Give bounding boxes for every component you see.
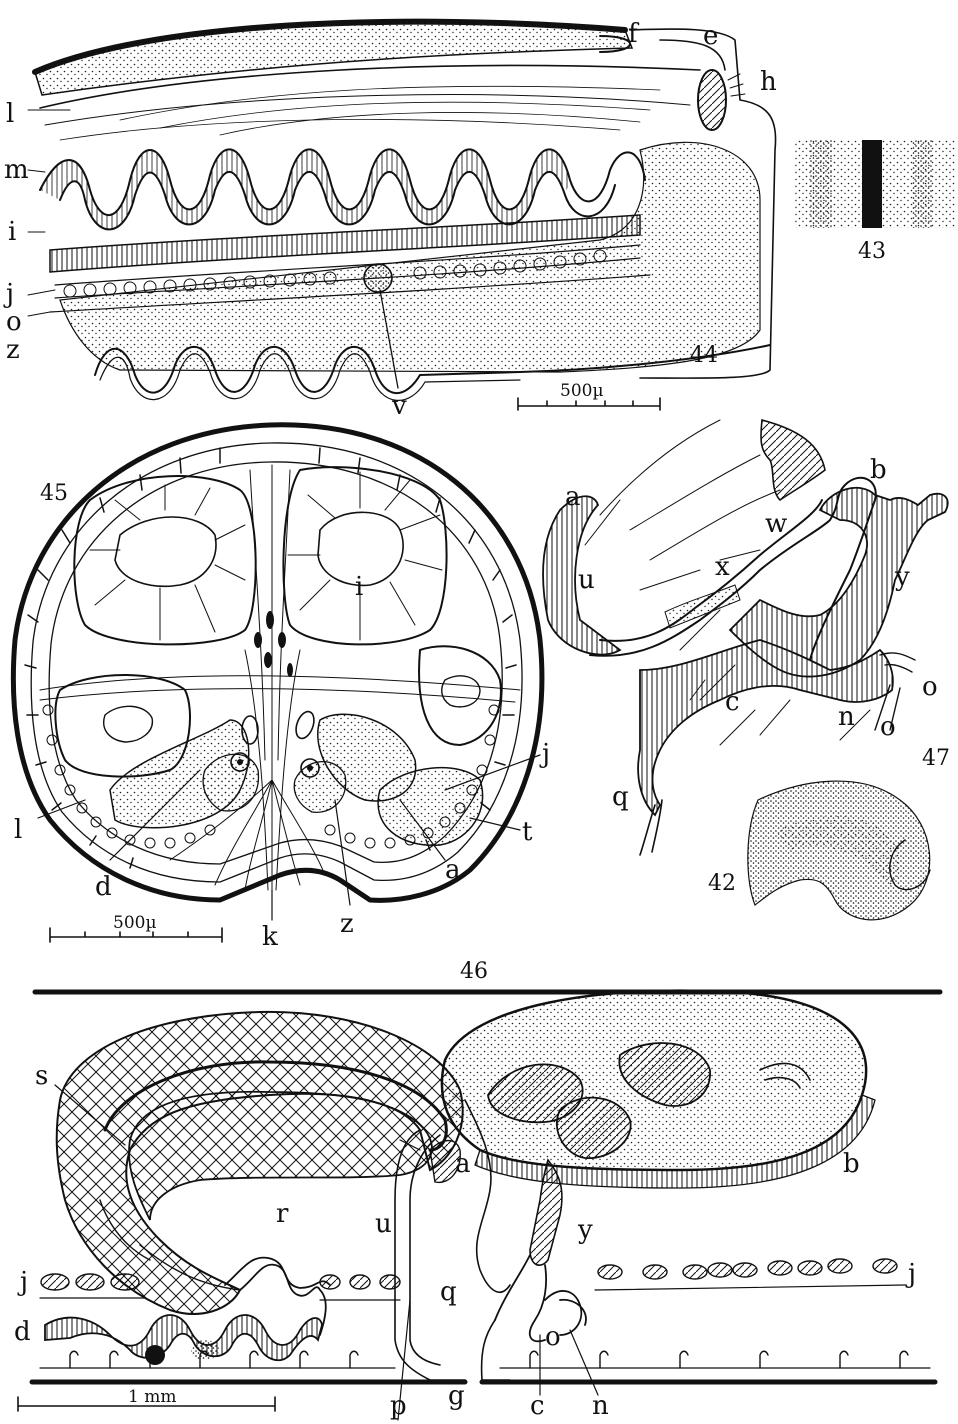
fig46-label-j1: j — [17, 1267, 28, 1297]
fig47-label-y: y — [894, 562, 910, 592]
fig46-label-p: p — [390, 1391, 407, 1421]
fig46-label-q: q — [440, 1277, 457, 1307]
fig46-scale-label: 1 mm — [128, 1387, 176, 1407]
fig44-label-v: v — [391, 391, 407, 421]
figure-45: 45 i j l t d a k z 500µ — [13, 425, 550, 952]
fig44-label-i: i — [8, 217, 16, 247]
fig47-label-o1: o — [922, 672, 938, 702]
figure-47: a b w u x y c n o o q 47 — [543, 420, 950, 855]
fig44-label-m: m — [4, 155, 29, 185]
fig44-scale-bar: 500µ — [518, 381, 660, 410]
fig45-label-d: d — [95, 872, 112, 902]
fig45-number: 45 — [40, 481, 68, 506]
fig45-label-k: k — [262, 922, 278, 952]
fig44-label-l: l — [6, 99, 14, 129]
fig47-label-n: n — [838, 702, 855, 732]
fig45-label-i: i — [355, 572, 363, 602]
fig47-label-u: u — [578, 565, 595, 595]
fig46-label-n: n — [592, 1391, 609, 1421]
fig46-scale-bar: 1 mm — [18, 1387, 275, 1411]
fig45-label-l: l — [14, 815, 22, 845]
fig46-label-y: y — [577, 1215, 593, 1245]
fig46-label-r: r — [276, 1199, 289, 1229]
fig47-number: 47 — [922, 746, 950, 771]
fig45-label-j: j — [539, 739, 550, 769]
fig45-label-t: t — [522, 817, 533, 847]
fig46-label-j2: j — [905, 1259, 916, 1289]
fig46-label-o: o — [545, 1322, 561, 1352]
fig46-label-d: d — [14, 1317, 31, 1347]
fig46-label-g: g — [448, 1381, 465, 1411]
fig45-label-z: z — [340, 909, 354, 939]
fig44-number: 44 — [690, 343, 718, 368]
fig44-label-e: e — [703, 21, 718, 51]
fig45-label-a: a — [445, 855, 461, 885]
figure-46: 46 — [14, 959, 940, 1421]
fig44-label-f: f — [628, 19, 640, 49]
fig46-label-c: c — [530, 1391, 545, 1421]
fig47-label-b: b — [870, 455, 887, 485]
fig46-label-a: a — [455, 1149, 471, 1179]
fig45-scale-bar: 500µ — [50, 913, 222, 942]
figure-42: 42 — [708, 781, 930, 920]
fig44-label-z: z — [6, 335, 20, 365]
fig47-label-q: q — [612, 782, 629, 812]
fig44-label-j: j — [3, 279, 14, 309]
fig46-label-s: s — [35, 1061, 48, 1091]
fig44-scale-label: 500µ — [560, 381, 604, 401]
fig46-label-b: b — [843, 1149, 860, 1179]
fig42-number: 42 — [708, 871, 736, 896]
fig47-label-w: w — [765, 509, 787, 539]
fig44-label-h: h — [760, 67, 777, 97]
fig46-label-u: u — [375, 1209, 392, 1239]
fig46-number: 46 — [460, 959, 488, 984]
figure-43: 43 — [795, 140, 955, 264]
fig47-label-o2: o — [880, 712, 896, 742]
fig47-label-c: c — [725, 687, 740, 717]
fig47-label-x: x — [715, 552, 730, 582]
fig44-label-o: o — [6, 307, 22, 337]
fig43-number: 43 — [858, 239, 886, 264]
figure-44: f e h l m i j o z v 44 500µ — [3, 19, 777, 421]
fig47-label-a: a — [565, 482, 581, 512]
fig45-scale-label: 500µ — [113, 913, 157, 933]
